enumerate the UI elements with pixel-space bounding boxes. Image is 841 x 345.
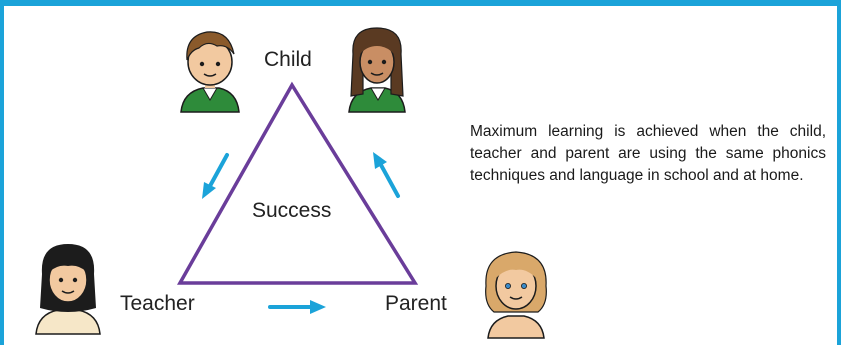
child-label: Child: [264, 48, 312, 71]
girl-child-icon: [348, 27, 406, 113]
arrow-parent-to-child: [373, 152, 400, 198]
success-triangle: [176, 81, 419, 285]
boy-child-icon: [180, 31, 240, 113]
description-text: Maximum learning is achieved when the ch…: [470, 123, 826, 184]
arrow-teacher-to-parent: [268, 300, 326, 314]
success-label: Success: [252, 199, 332, 222]
teacher-label: Teacher: [120, 292, 195, 315]
teacher-icon: [35, 244, 101, 335]
arrow-child-to-teacher: [202, 153, 229, 199]
parent-label: Parent: [385, 292, 447, 315]
parent-icon: [485, 251, 547, 339]
